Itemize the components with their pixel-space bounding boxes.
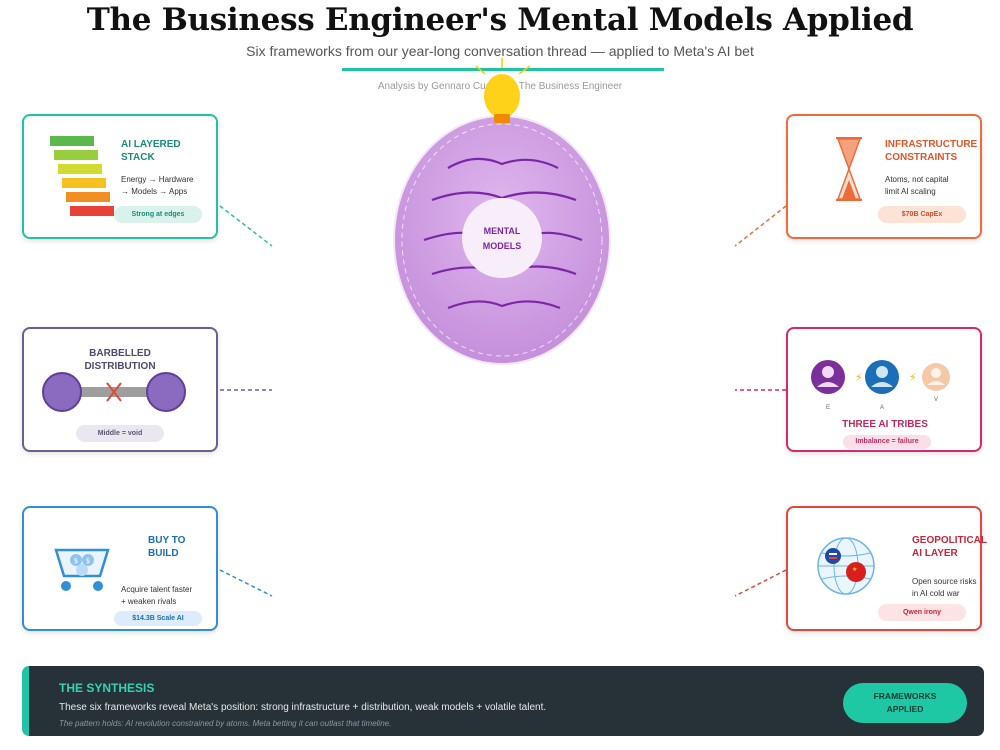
title-underline [342, 68, 664, 71]
synthesis-note: The pattern holds: AI revolution constra… [59, 719, 392, 728]
card-title-line2: BUILD [148, 548, 179, 559]
brain-illustration: MENTAL MODELS [393, 58, 611, 365]
page-subtitle: Six frameworks from our year-long conver… [246, 43, 754, 59]
svg-text:★: ★ [852, 566, 857, 573]
globe-icon: ★ [817, 537, 875, 595]
svg-text:⚡: ⚡ [855, 371, 863, 384]
card-desc-line2: in AI cold war [912, 589, 960, 598]
lightbulb-icon [484, 74, 520, 118]
card-pill: Imbalance = failure [843, 435, 931, 449]
brain-center-circle [462, 198, 542, 278]
card-desc-line1: Open source risks [912, 577, 977, 586]
card-desc-line2: → Models → Apps [121, 187, 188, 196]
card-three-ai-tribes: ⚡ ⚡ E A V THREE AI TRIBES Imbalance = fa… [786, 327, 982, 452]
card-title-line2: AI LAYER [912, 548, 958, 559]
svg-text:$: $ [86, 557, 90, 565]
connector-stack [219, 205, 273, 247]
card-title-line2: DISTRIBUTION [84, 361, 156, 372]
center-label-line2: MODELS [483, 241, 522, 251]
card-ai-layered-stack: AI LAYERED STACK Energy → Hardware → Mod… [22, 114, 218, 239]
card-title: THREE AI TRIBES [842, 419, 928, 430]
lightbulb-base [494, 114, 510, 123]
card-buy-to-build: $ $ BUY TO BUILD Acquire talent faster +… [22, 506, 218, 631]
tribe-letter-a: A [880, 405, 885, 411]
card-desc-line1: Energy → Hardware [121, 175, 194, 184]
card-infrastructure-constraints: INFRASTRUCTURE CONSTRAINTS Atoms, not ca… [786, 114, 982, 239]
hourglass-icon [836, 137, 862, 201]
china-flag-icon [846, 562, 866, 582]
bulb-ray-left [475, 65, 486, 75]
bulb-ray-right [518, 65, 531, 75]
connector-geo [734, 569, 787, 597]
us-flag-icon [825, 548, 841, 564]
synthesis-title: THE SYNTHESIS [59, 681, 155, 695]
frameworks-applied-button[interactable]: FRAMEWORKS APPLIED [843, 683, 967, 723]
tribe-letter-e: E [826, 405, 831, 411]
button-label-line1: FRAMEWORKS [873, 691, 937, 701]
card-title-line2: CONSTRAINTS [885, 152, 958, 163]
card-title-line1: BUY TO [148, 535, 186, 546]
layered-stack-icon [50, 136, 114, 216]
card-pill: $14.3B Scale AI [114, 611, 202, 626]
svg-text:$: $ [74, 557, 78, 565]
barbell-icon [42, 372, 186, 412]
synthesis-text: These six frameworks reveal Meta's posit… [59, 702, 547, 713]
svg-text:⚡: ⚡ [909, 371, 917, 384]
card-geopolitical-ai-layer: ★ GEOPOLITICAL AI LAYER Open source risk… [786, 506, 987, 631]
card-pill: Middle = void [76, 425, 164, 442]
connector-infra [734, 205, 787, 247]
card-desc-line2: + weaken rivals [121, 597, 177, 606]
card-title-line1: INFRASTRUCTURE [885, 139, 978, 150]
brain-fold [447, 300, 561, 310]
card-desc-line1: Atoms, not capital [885, 175, 949, 184]
tribes-icons: ⚡ ⚡ [811, 360, 950, 394]
card-desc-line2: limit AI scaling [885, 187, 936, 196]
center-label-line1: MENTAL [484, 226, 521, 236]
card-pill: Strong at edges [114, 206, 202, 223]
card-title-line1: GEOPOLITICAL [912, 535, 987, 546]
card-pill: Qwen irony [878, 604, 966, 621]
button-label-line2: APPLIED [886, 704, 924, 714]
tribe-letter-v: V [934, 397, 939, 403]
shopping-cart-icon: $ $ [54, 548, 110, 591]
card-title-line1: BARBELLED [89, 348, 151, 359]
connector-buy [219, 569, 273, 597]
synthesis-panel: THE SYNTHESIS These six frameworks revea… [22, 666, 984, 736]
brain-fold [447, 157, 559, 169]
card-barbelled-distribution: BARBELLED DISTRIBUTION Middle = void [22, 327, 218, 452]
page-title: The Business Engineer's Mental Models Ap… [86, 2, 914, 38]
card-pill: $70B CapEx [878, 206, 966, 223]
card-desc-line1: Acquire talent faster [121, 585, 193, 594]
card-title-line2: STACK [121, 152, 155, 163]
card-title-line1: AI LAYERED [121, 139, 181, 150]
